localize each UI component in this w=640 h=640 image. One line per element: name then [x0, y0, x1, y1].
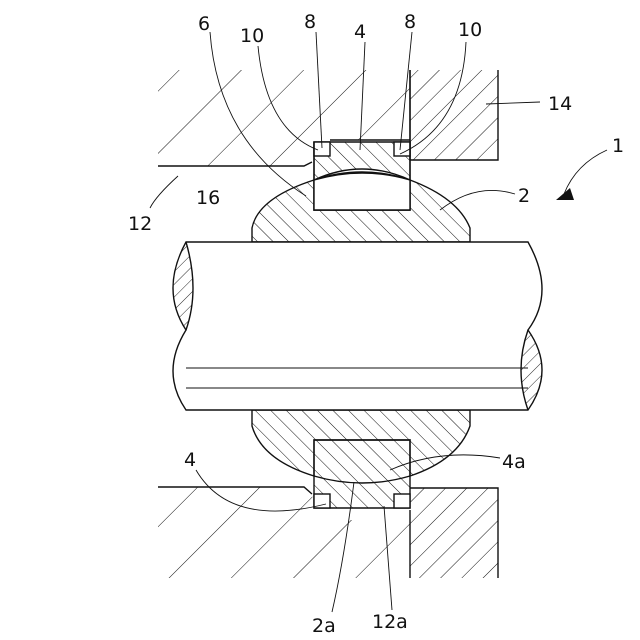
label-12: 12 — [128, 213, 152, 235]
label-4-top: 4 — [354, 21, 366, 43]
label-2: 2 — [518, 185, 530, 207]
label-4-bottom: 4 — [184, 449, 196, 471]
label-16: 16 — [196, 187, 220, 209]
label-8-right: 8 — [404, 11, 416, 33]
label-6: 6 — [198, 13, 210, 35]
outer-race-4-bottom — [314, 440, 410, 508]
seal-groove-8-right — [394, 142, 410, 156]
label-1: 1 — [612, 135, 624, 157]
housing-14-top — [410, 70, 498, 160]
label-8-left: 8 — [304, 11, 316, 33]
label-10-right: 10 — [458, 19, 482, 41]
label-10-left: 10 — [240, 25, 264, 47]
label-2a: 2a — [312, 615, 336, 637]
label-12a: 12a — [372, 611, 408, 633]
shaft-16 — [173, 242, 542, 410]
housing-14-bottom — [410, 488, 498, 578]
label-14: 14 — [548, 93, 572, 115]
seal-groove-8-bottom-right — [394, 494, 410, 508]
label-4a: 4a — [502, 451, 526, 473]
